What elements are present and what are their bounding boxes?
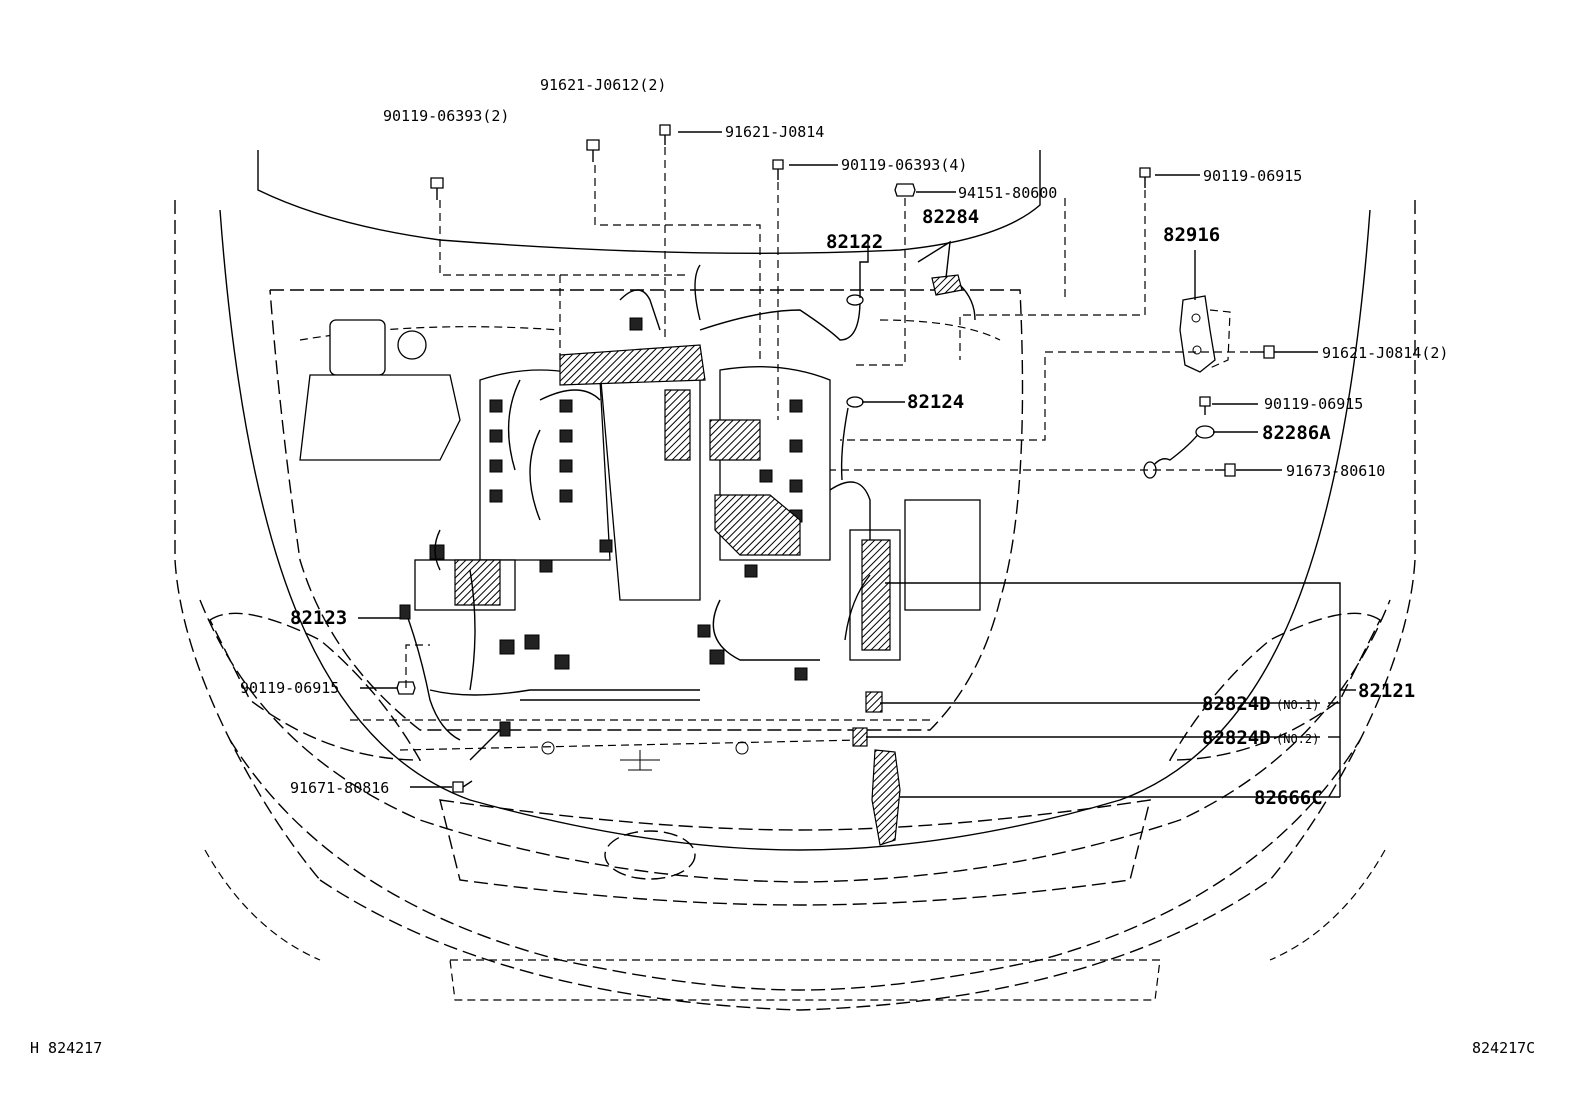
label-82824D-no2-note: (NO.2)	[1276, 732, 1319, 746]
label-82666C: 82666C	[1254, 787, 1323, 809]
label-82916: 82916	[1163, 224, 1220, 246]
leader-lines	[358, 131, 1356, 798]
label-91621-J0612: 91621-J0612(2)	[540, 76, 666, 94]
label-91621-J0814-2: 91621-J0814(2)	[1322, 344, 1448, 362]
label-82121: 82121	[1358, 680, 1415, 702]
bolt-icon	[1139, 167, 1151, 188]
label-82286A: 82286A	[1262, 422, 1331, 444]
label-90119-06915-left: 90119-06915	[240, 679, 339, 697]
label-91621-J0814: 91621-J0814	[725, 123, 824, 141]
bolt-icon	[452, 780, 473, 793]
clamp-82824D-no2	[852, 727, 868, 747]
label-82824D-no2: 82824D	[1202, 727, 1271, 749]
label-94151-80600: 94151-80600	[958, 184, 1057, 202]
footer-left-code: H 824217	[30, 1039, 102, 1057]
footer-codes: H 824217 824217C	[30, 1039, 1535, 1057]
bolt-icons	[396, 124, 1275, 793]
label-90119-06915-mid: 90119-06915	[1264, 395, 1363, 413]
label-91673-80610: 91673-80610	[1286, 462, 1385, 480]
label-90119-06915-top: 90119-06915	[1203, 167, 1302, 185]
bolt-icon	[586, 139, 600, 162]
label-82824D-no1: 82824D	[1202, 693, 1271, 715]
bolt-icon	[1250, 345, 1275, 359]
clamp-82824D-no1	[865, 691, 883, 713]
engine-assembly	[299, 264, 981, 761]
bolt-icon	[659, 124, 671, 145]
bolt-icon	[772, 159, 784, 180]
label-82284: 82284	[922, 206, 979, 228]
footer-right-code: 824217C	[1472, 1039, 1535, 1057]
nut-icon	[894, 183, 916, 197]
bolt-icon	[1199, 396, 1211, 415]
label-82122: 82122	[826, 231, 883, 253]
label-90119-06393-4: 90119-06393(4)	[841, 156, 967, 174]
cable-82286A	[1143, 425, 1215, 479]
label-82824D-no1-note: (NO.1)	[1276, 698, 1319, 712]
bolt-icon	[430, 177, 444, 200]
label-82124: 82124	[907, 391, 964, 413]
label-90119-06393-2: 90119-06393(2)	[383, 107, 509, 125]
label-82123: 82123	[290, 607, 347, 629]
vehicle-body-outline	[174, 150, 1416, 1011]
part-labels: 91621-J0612(2) 90119-06393(2) 91621-J081…	[240, 76, 1448, 809]
bolt-icon	[1215, 463, 1236, 477]
protector-82666C	[871, 749, 901, 846]
label-91671-80816: 91671-80816	[290, 779, 389, 797]
bracket-82916	[1179, 295, 1231, 373]
